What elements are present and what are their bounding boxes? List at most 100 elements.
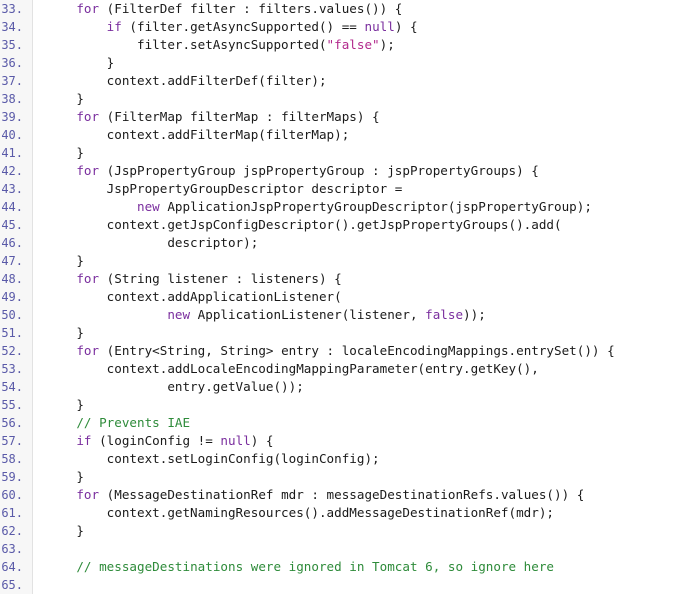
- code-text: (Entry<String, String> entry : localeEnc…: [99, 343, 615, 358]
- code-line: context.addLocaleEncodingMappingParamete…: [46, 360, 689, 378]
- line-number: 43.: [1, 182, 23, 196]
- code-line: }: [46, 522, 689, 540]
- line-number: 41.: [1, 146, 23, 160]
- code-line: for (MessageDestinationRef mdr : message…: [46, 486, 689, 504]
- line-number: 42.: [1, 164, 23, 178]
- code-line: new ApplicationListener(listener, false)…: [46, 306, 689, 324]
- code-keyword: for: [76, 109, 100, 124]
- code-text: context.addFilterMap(filterMap);: [46, 127, 350, 142]
- code-keyword: if: [76, 433, 92, 448]
- code-line: new ApplicationJspPropertyGroupDescripto…: [46, 198, 689, 216]
- code-line: filter.setAsyncSupported("false");: [46, 36, 689, 54]
- code-text: [46, 433, 76, 448]
- line-number: 40.: [1, 128, 23, 142]
- code-string: "false": [326, 37, 380, 52]
- line-number-gutter: 33.34.35.36.37.38.39.40.41.42.43.44.45.4…: [0, 0, 33, 594]
- code-lines: for (FilterDef filter : filters.values()…: [33, 0, 689, 594]
- code-keyword: null: [364, 19, 395, 34]
- code-line: descriptor);: [46, 234, 689, 252]
- line-number: 58.: [1, 452, 23, 466]
- code-text: }: [46, 523, 84, 538]
- line-number: 55.: [1, 398, 23, 412]
- code-line: [46, 540, 689, 558]
- line-number: 34.: [1, 20, 23, 34]
- code-text: [46, 415, 76, 430]
- code-text: [46, 109, 76, 124]
- code-text: [46, 163, 76, 178]
- code-line: context.setLoginConfig(loginConfig);: [46, 450, 689, 468]
- code-line: // Prevents IAE: [46, 414, 689, 432]
- code-line: if (loginConfig != null) {: [46, 432, 689, 450]
- code-text: [46, 1, 76, 16]
- code-line: }: [46, 90, 689, 108]
- line-number: 45.: [1, 218, 23, 232]
- code-text: entry.getValue());: [46, 379, 304, 394]
- code-keyword: for: [76, 163, 100, 178]
- line-number: 50.: [1, 308, 23, 322]
- line-number: 51.: [1, 326, 23, 340]
- code-text: context.addApplicationListener(: [46, 289, 342, 304]
- code-keyword: for: [76, 343, 100, 358]
- line-number: 37.: [1, 74, 23, 88]
- line-number: 48.: [1, 272, 23, 286]
- code-text: (String listener : listeners) {: [99, 271, 342, 286]
- line-number: 35.: [1, 38, 23, 52]
- code-text: (FilterDef filter : filters.values()) {: [99, 1, 403, 16]
- code-line: context.addApplicationListener(: [46, 288, 689, 306]
- code-text: context.getJspConfigDescriptor().getJspP…: [46, 217, 562, 232]
- code-comment: // Prevents IAE: [76, 415, 191, 430]
- code-text: }: [46, 55, 115, 70]
- code-text: }: [46, 253, 84, 268]
- code-line: for (String listener : listeners) {: [46, 270, 689, 288]
- line-number: 61.: [1, 506, 23, 520]
- code-text: ApplicationListener(listener,: [190, 307, 426, 322]
- code-line: context.getNamingResources().addMessageD…: [46, 504, 689, 522]
- code-text: );: [379, 37, 395, 52]
- code-text: [46, 271, 76, 286]
- line-number: 44.: [1, 200, 23, 214]
- code-text: [46, 19, 107, 34]
- line-number: 52.: [1, 344, 23, 358]
- code-text: }: [46, 469, 84, 484]
- code-text: ) {: [250, 433, 274, 448]
- code-text: JspPropertyGroupDescriptor descriptor =: [46, 181, 403, 196]
- code-text: }: [46, 397, 84, 412]
- code-line: JspPropertyGroupDescriptor descriptor =: [46, 180, 689, 198]
- code-text: [46, 307, 167, 322]
- code-line: // messageDestinations were ignored in T…: [46, 558, 689, 576]
- code-text: (JspPropertyGroup jspPropertyGroup : jsp…: [99, 163, 539, 178]
- code-text: filter.setAsyncSupported(: [46, 37, 327, 52]
- code-keyword: if: [106, 19, 122, 34]
- code-keyword: false: [425, 307, 464, 322]
- code-text: context.setLoginConfig(loginConfig);: [46, 451, 380, 466]
- code-keyword: for: [76, 1, 100, 16]
- code-text: }: [46, 145, 84, 160]
- line-number: 39.: [1, 110, 23, 124]
- code-text: ) {: [394, 19, 418, 34]
- code-text: descriptor);: [46, 235, 259, 250]
- code-line: entry.getValue());: [46, 378, 689, 396]
- line-number: 36.: [1, 56, 23, 70]
- code-line: }: [46, 54, 689, 72]
- code-keyword: null: [220, 433, 251, 448]
- code-line: }: [46, 252, 689, 270]
- code-line: for (JspPropertyGroup jspPropertyGroup :…: [46, 162, 689, 180]
- line-number: 65.: [1, 578, 23, 592]
- code-text: ApplicationJspPropertyGroupDescriptor(js…: [159, 199, 592, 214]
- code-text: }: [46, 91, 84, 106]
- code-text: [46, 343, 76, 358]
- line-number: 46.: [1, 236, 23, 250]
- code-text: (MessageDestinationRef mdr : messageDest…: [99, 487, 585, 502]
- code-keyword: for: [76, 271, 100, 286]
- code-line: }: [46, 468, 689, 486]
- code-line: context.addFilterMap(filterMap);: [46, 126, 689, 144]
- code-line: }: [46, 324, 689, 342]
- code-comment: // messageDestinations were ignored in T…: [76, 559, 555, 574]
- code-text: [46, 487, 76, 502]
- line-number: 33.: [1, 2, 23, 16]
- code-text: [46, 199, 137, 214]
- code-keyword: new: [137, 199, 160, 214]
- line-number: 60.: [1, 488, 23, 502]
- line-number: 63.: [1, 542, 23, 556]
- code-text: context.addFilterDef(filter);: [46, 73, 327, 88]
